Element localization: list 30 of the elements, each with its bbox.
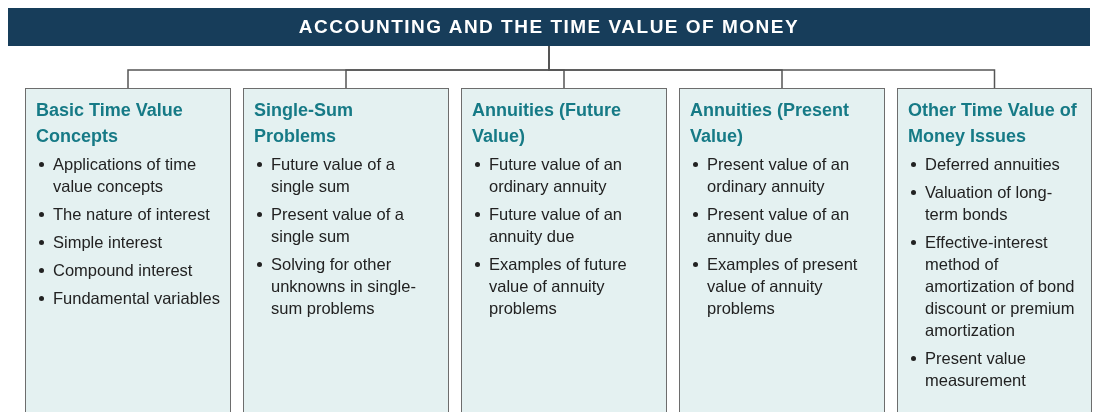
bullet-text: Examples of present value of annuity problems — [707, 255, 858, 317]
bullet-text: Future value of a single sum — [271, 155, 395, 195]
bullet-text: Applications of time value concepts — [53, 155, 197, 195]
bullet-text: Present value of an annuity due — [707, 205, 850, 245]
bullet-text: Deferred annuities — [925, 155, 1060, 173]
bullet-text: Effective-interest method of amortization of bond discount or premium amortization — [925, 233, 1075, 339]
bullet-text: Compound interest — [53, 261, 193, 279]
bullet-text: Future value of an ordinary annuity — [489, 155, 622, 195]
bullet-text: Present value of a single sum — [271, 205, 404, 245]
card-heading: Other Time Value of Money Issues — [908, 99, 1078, 148]
bullet-text: Fundamental variables — [53, 289, 220, 307]
card-heading: Basic Time Value Concepts — [36, 99, 184, 148]
bullet-text: Future value of an annuity due — [489, 205, 622, 245]
bullet-text: Valuation of long-term bonds — [925, 183, 1053, 223]
bullet-text: Solving for other unknowns in single-sum problems — [271, 255, 416, 317]
title-banner — [8, 8, 1090, 46]
card-heading: Single-Sum Problems — [254, 99, 354, 148]
topic-card — [461, 88, 667, 412]
bullet-text: Present value of an ordinary annuity — [707, 155, 850, 195]
bullet-text: Examples of future value of annuity problems — [489, 255, 627, 317]
title-text: ACCOUNTING AND THE TIME VALUE OF MONEY — [298, 16, 800, 38]
topic-card — [679, 88, 885, 412]
bullet-text: The nature of interest — [53, 205, 210, 223]
topic-card — [243, 88, 449, 412]
bullet-text: Simple interest — [53, 233, 163, 251]
card-heading: Annuities (Future Value) — [472, 99, 622, 148]
topic-card — [25, 88, 231, 412]
topic-card — [897, 88, 1092, 412]
card-heading: Annuities (Present Value) — [690, 99, 851, 148]
bullet-text: Present value measurement — [925, 349, 1026, 389]
